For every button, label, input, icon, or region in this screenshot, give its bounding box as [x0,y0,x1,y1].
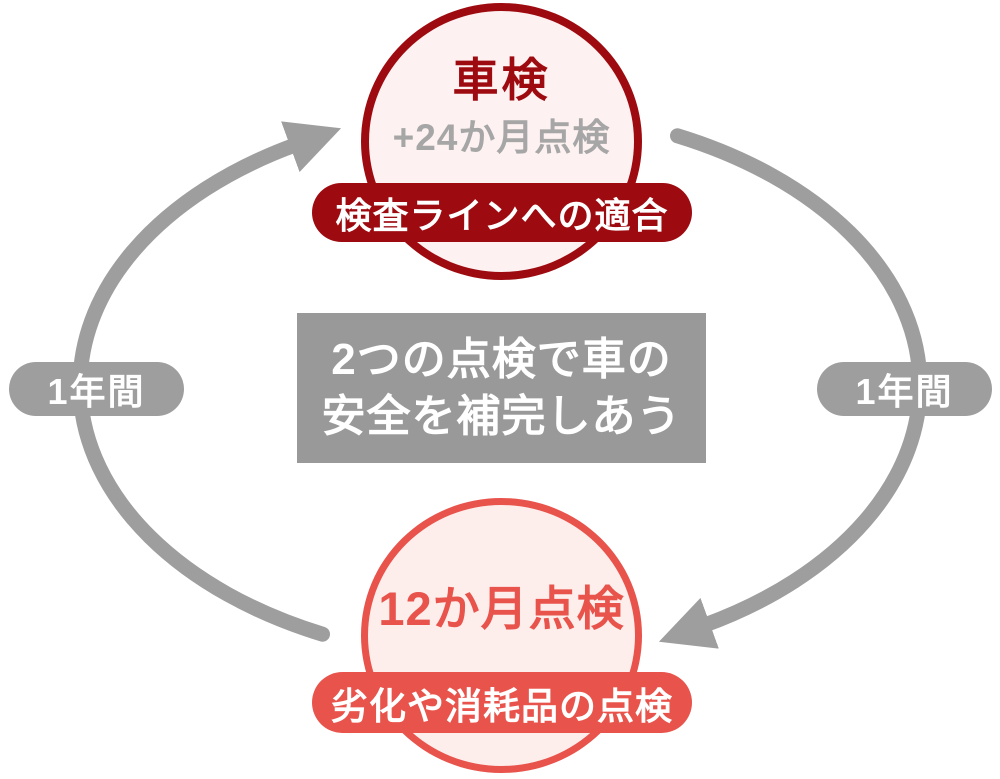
center-message-line2: 安全を補完しあう [321,392,682,441]
interval-pill-right: 1年間 [817,362,992,416]
top-node-badge: 検査ラインへの適合 [312,183,692,242]
bottom-node-title: 12か月点検 [378,582,625,635]
interval-pill-left: 1年間 [9,362,184,416]
top-node-subtitle: +24か月点検 [392,117,611,158]
center-message-line1: 2つの点検で車の [331,334,672,384]
top-node-title: 車検 [452,54,551,106]
center-message-box: 2つの点検で車の 安全を補完しあう [297,313,706,463]
bottom-node-badge: 劣化や消耗品の点検 [312,672,692,733]
